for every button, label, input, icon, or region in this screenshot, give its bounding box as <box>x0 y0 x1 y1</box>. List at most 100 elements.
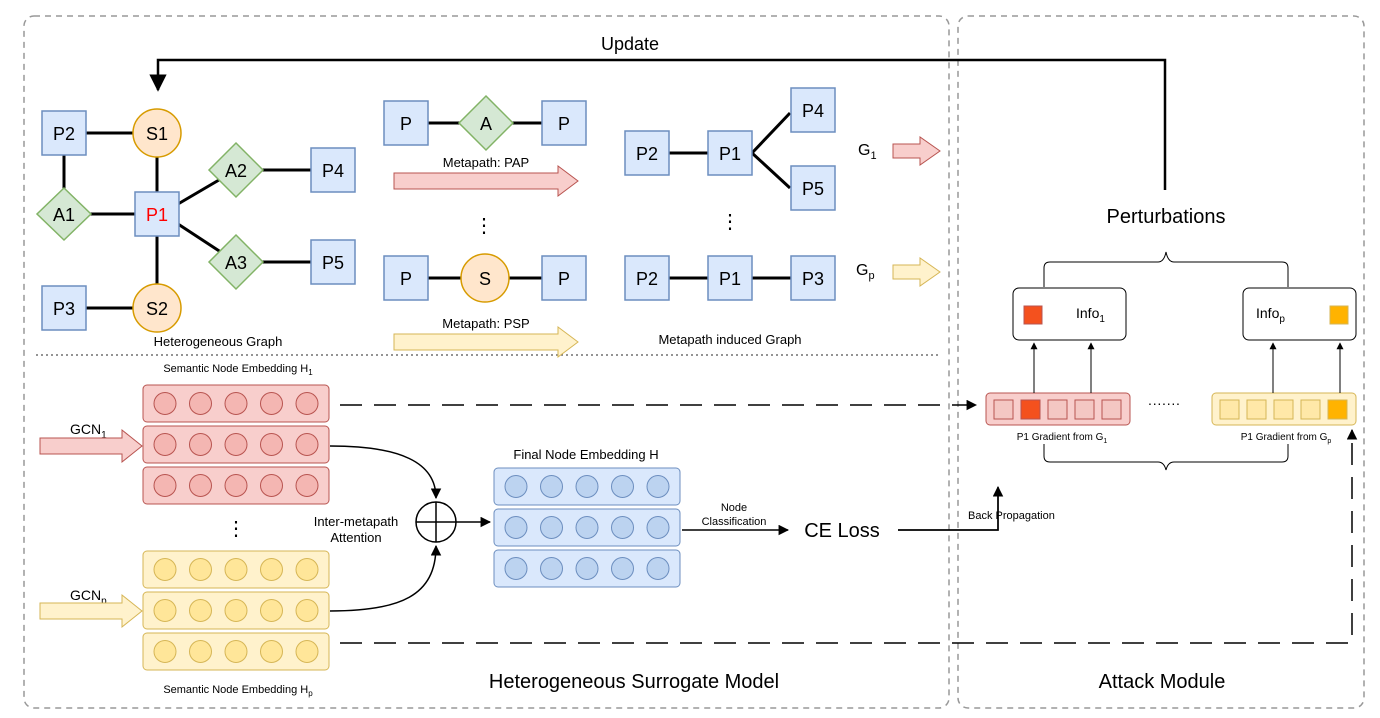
hp-embedding-unit <box>224 599 248 622</box>
final-embedding-h <box>493 467 681 588</box>
h1-embedding-unit <box>295 474 319 497</box>
node-s1 <box>132 108 182 158</box>
node-s2 <box>132 283 182 333</box>
svg-text:P: P <box>400 269 412 289</box>
h1-embedding-unit <box>153 392 177 415</box>
induced-graph-1: P2 P1 P4 P5 G1 <box>624 87 941 211</box>
final-embedding-unit <box>504 557 528 580</box>
semantic-embedding-caption-bottom: Semantic Node Embedding Hp <box>163 684 313 698</box>
gcnp-arrow <box>39 593 143 629</box>
svg-text:P5: P5 <box>802 179 824 199</box>
info1-highlight-cell <box>1023 305 1043 325</box>
h1-embedding-unit <box>260 392 283 415</box>
final-embedding-unit <box>540 557 563 580</box>
final-embedding-unit <box>540 475 563 498</box>
final-embedding-unit <box>504 516 528 539</box>
svg-text:P5: P5 <box>322 253 344 273</box>
heterogeneous-graph: P2 S1 A1 P1 A2 P4 A3 P5 P3 S2 Heterogene… <box>35 108 356 349</box>
svg-text:A: A <box>480 114 492 134</box>
final-embedding-unit <box>504 475 528 498</box>
final-embedding-unit <box>540 516 563 539</box>
h1-embedding-unit <box>260 474 283 497</box>
surrogate-panel-title: Heterogeneous Surrogate Model <box>489 671 779 693</box>
gradient-gp-cell <box>1246 399 1267 420</box>
gradient-gp-caption: P1 Gradient from Gp <box>1241 432 1332 445</box>
svg-text:P3: P3 <box>53 299 75 319</box>
gcn1-label: GCN1 <box>70 421 107 441</box>
hetero-graph-caption: Heterogeneous Graph <box>154 334 283 349</box>
svg-text:P: P <box>558 114 570 134</box>
surrogate-panel <box>23 15 950 709</box>
g1-label: G1 <box>858 142 877 162</box>
attack-panel-title: Attack Module <box>1099 671 1226 693</box>
h1-embedding-unit <box>224 474 248 497</box>
h1-embedding-unit <box>224 392 248 415</box>
svg-text:S: S <box>479 269 491 289</box>
back-propagation-label: Back Propagation <box>968 510 1055 522</box>
final-embedding-unit <box>611 516 634 539</box>
svg-text:S2: S2 <box>146 299 168 319</box>
hp-embedding-unit <box>189 599 212 622</box>
info1-box <box>1012 287 1127 341</box>
final-embedding-unit <box>611 557 634 580</box>
gradient-gp-cell <box>1219 399 1240 420</box>
final-embedding-unit <box>575 475 599 498</box>
metapath-pap-label: Metapath: PAP <box>443 155 529 170</box>
svg-text:A1: A1 <box>53 205 75 225</box>
node-p1 <box>134 191 180 237</box>
hp-embedding-unit <box>153 640 177 663</box>
node-a1 <box>35 186 93 242</box>
svg-text:P4: P4 <box>322 161 344 181</box>
h1-embedding-unit <box>189 392 212 415</box>
svg-text:P3: P3 <box>802 269 824 289</box>
svg-text:P1: P1 <box>146 205 168 225</box>
final-embedding-unit <box>611 475 634 498</box>
perturbations-brace <box>1043 251 1289 287</box>
gradient-gp-cell <box>1327 399 1348 420</box>
gradient-gp <box>1211 392 1357 426</box>
svg-text:P2: P2 <box>53 124 75 144</box>
svg-text:A2: A2 <box>225 161 247 181</box>
hp-embedding-unit <box>260 640 283 663</box>
hp-embedding-unit <box>189 640 212 663</box>
hp-embedding-unit <box>224 558 248 581</box>
gradient-g1 <box>985 392 1131 426</box>
hp-embedding-unit <box>224 640 248 663</box>
h1-embedding-unit <box>295 433 319 456</box>
attention-curve-bottom <box>329 544 442 612</box>
final-embedding-unit <box>646 475 670 498</box>
induced-graph-caption: Metapath induced Graph <box>658 332 801 347</box>
update-label: Update <box>601 34 659 54</box>
semantic-embedding-caption-top: Semantic Node Embedding H1 <box>163 363 313 377</box>
svg-text:P1: P1 <box>719 269 741 289</box>
svg-text:P: P <box>400 114 412 134</box>
induced-graph-p: P2 P1 P3 Gp <box>624 255 941 301</box>
semantic-embedding-hp <box>142 550 330 671</box>
svg-text:P2: P2 <box>636 144 658 164</box>
hp-embedding-unit <box>260 599 283 622</box>
h1-embedding-unit <box>295 392 319 415</box>
h1-embedding-unit <box>153 433 177 456</box>
gcn1-arrow <box>39 428 143 464</box>
hp-embedding-unit <box>189 558 212 581</box>
gradient-dots: ······· <box>1148 395 1181 411</box>
gcnp-label: GCNp <box>70 587 107 607</box>
node-p4 <box>310 147 356 193</box>
metapath-psp-label: Metapath: PSP <box>442 316 529 331</box>
svg-text:A3: A3 <box>225 253 247 273</box>
final-embedding-caption: Final Node Embedding H <box>513 447 658 462</box>
infop-box <box>1242 287 1357 341</box>
pap-arrow <box>393 165 579 197</box>
semantic-embedding-h1 <box>142 384 330 505</box>
hp-embedding-unit <box>153 558 177 581</box>
svg-text:P: P <box>558 269 570 289</box>
h1-embedding-unit <box>260 433 283 456</box>
metapath-ellipsis: ⋮ <box>474 215 494 237</box>
gradient-gp-cell <box>1273 399 1294 420</box>
final-embedding-unit <box>575 557 599 580</box>
node-p5 <box>310 239 356 285</box>
svg-text:S1: S1 <box>146 124 168 144</box>
attention-curve-top <box>329 445 442 500</box>
hp-embedding-unit <box>295 558 319 581</box>
